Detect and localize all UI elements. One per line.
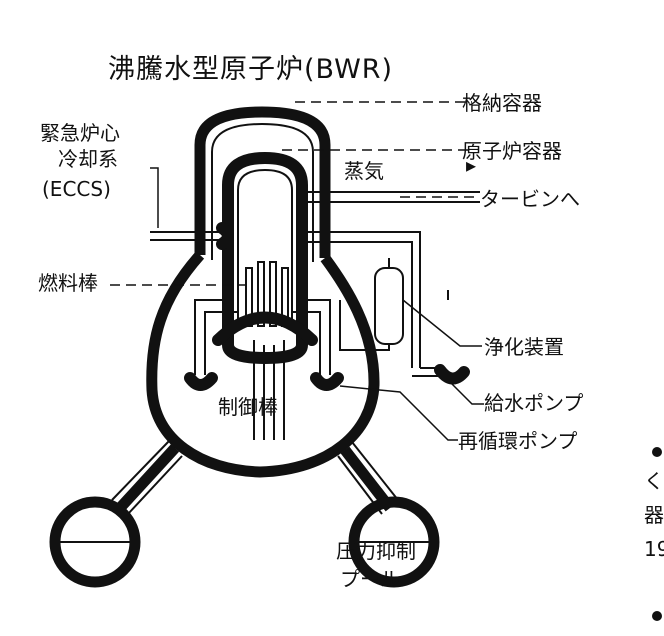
label-control-rods: 制御棒 [218,395,278,419]
label-containment: 格納容器 [295,91,542,115]
containment-vessel [146,106,380,478]
label-purification: 浄化装置 [402,299,564,359]
svg-text:浄化装置: 浄化装置 [484,335,564,359]
diagram-title: 沸騰水型原子炉(BWR) [108,54,393,85]
reactor-vessel [212,152,318,364]
svg-text:く: く [644,469,664,493]
svg-text:器: 器 [644,503,664,527]
eccs-line [150,222,234,250]
svg-text:原子炉容器: 原子炉容器 [462,139,562,163]
svg-text:冷却系: 冷却系 [58,147,118,171]
steam-line: ▸ [302,153,480,203]
bullet-icon [652,447,662,457]
label-suppression-pool: 圧力抑制 プール [336,539,416,591]
suppression-pool [49,439,440,588]
svg-text:格納容器: 格納容器 [462,91,542,115]
svg-text:圧力抑制: 圧力抑制 [336,539,416,563]
bullet-icon [652,611,662,621]
svg-text:タービンへ: タービンへ [480,187,580,211]
svg-text:(ECCS): (ECCS) [42,177,111,201]
recirculation-loops [184,299,344,391]
svg-text:再循環ポンプ: 再循環ポンプ [458,429,577,453]
control-rods [253,340,285,440]
fuel-rods [245,261,289,327]
label-to-turbine: タービンへ [400,187,580,211]
purification-line [302,231,470,385]
svg-text:緊急炉心: 緊急炉心 [40,121,120,145]
svg-text:給水ポンプ: 給水ポンプ [484,391,583,415]
label-eccs: 緊急炉心 冷却系 (ECCS) [40,121,159,228]
label-reactor-vessel: 原子炉容器 [282,139,562,163]
svg-text:燃料棒: 燃料棒 [38,271,98,295]
label-recirculation-pump: 再循環ポンプ [339,385,577,453]
svg-text:プール: プール [340,567,400,591]
steam-flow-arrow: ▸ [466,153,476,177]
svg-text:19: 19 [644,537,664,561]
label-feedwater-pump: 給水ポンプ [451,383,583,415]
label-steam: 蒸気 [344,159,384,183]
margin-text: く 器 19 [644,447,664,621]
label-fuel-rods: 燃料棒 [38,271,246,295]
